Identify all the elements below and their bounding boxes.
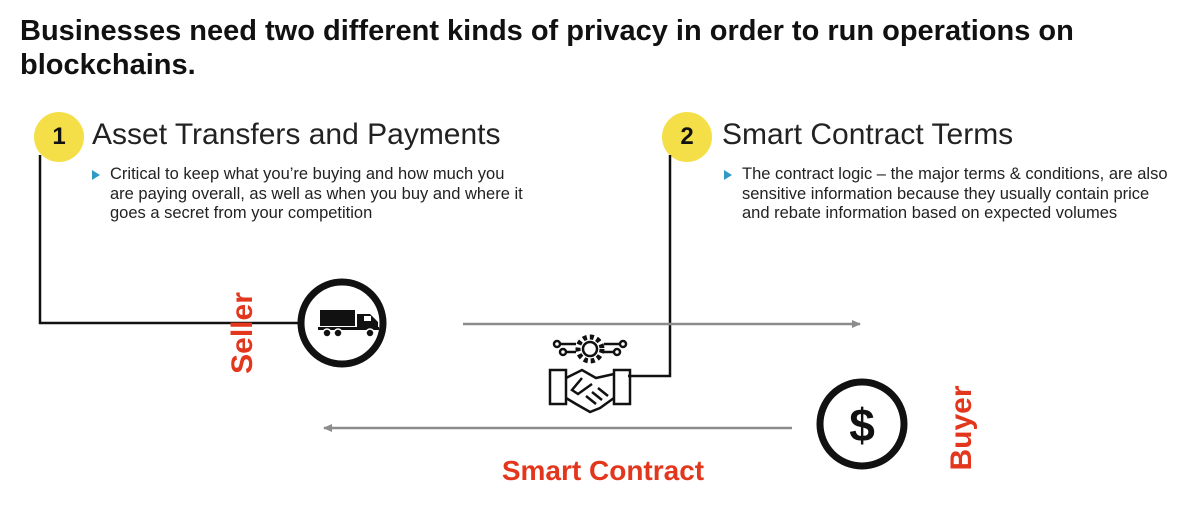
section-1-heading: Asset Transfers and Payments	[92, 118, 501, 151]
bullet-marker-icon	[724, 170, 732, 180]
buyer-label: Buyer	[945, 385, 978, 470]
section-2-heading: Smart Contract Terms	[722, 118, 1014, 151]
truck-icon	[297, 278, 387, 368]
section-1-badge: 1	[34, 112, 84, 162]
page-title: Businesses need two different kinds of p…	[20, 15, 1074, 81]
section-2-bullet-text: The contract logic – the major terms & c…	[742, 165, 1168, 222]
gear-handshake-icon	[548, 334, 632, 414]
smart-contract-label: Smart Contract	[502, 455, 704, 486]
section-1-bullet: Critical to keep what you’re buying and …	[92, 165, 530, 224]
section-1-bullet-text: Critical to keep what you’re buying and …	[110, 165, 523, 222]
bullet-marker-icon	[92, 170, 100, 180]
dollar-icon: $	[816, 378, 908, 470]
section-2-badge: 2	[662, 112, 712, 162]
seller-label: Seller	[226, 292, 259, 374]
section-2-bullet: The contract logic – the major terms & c…	[724, 165, 1172, 224]
contract-connector-line	[628, 155, 672, 378]
seller-connector-line	[38, 155, 305, 325]
dollar-sign: $	[849, 399, 875, 451]
